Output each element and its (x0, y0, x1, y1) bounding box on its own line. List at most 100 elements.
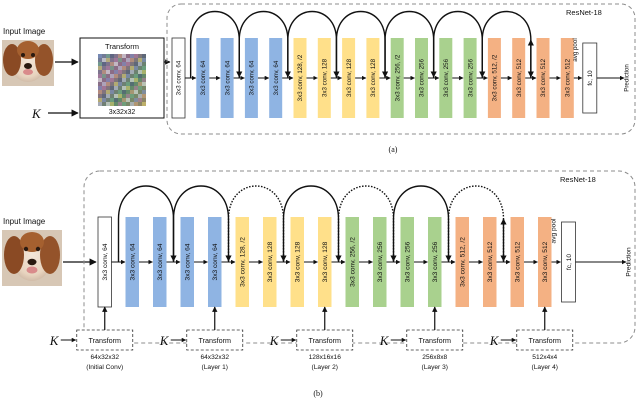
noise-cell (114, 82, 118, 86)
noise-cell (126, 98, 130, 102)
noise-cell (122, 90, 126, 94)
noise-cell (102, 86, 106, 90)
b-transform-title-2: Transform (199, 336, 231, 345)
a-layer-block-12 (439, 38, 453, 118)
noise-cell (138, 82, 142, 86)
noise-cell (110, 62, 114, 66)
b-layer-block-14 (455, 217, 469, 307)
noise-cell (130, 82, 134, 86)
a-skip-connection-3 (287, 10, 340, 78)
a-layer-label-16: 3x3 conv, 512 (540, 58, 547, 97)
a-network-title: ResNet-18 (566, 8, 602, 17)
noise-cell (98, 74, 102, 78)
noise-cell (138, 62, 142, 66)
noise-cell (142, 90, 146, 94)
b-layer-label-15: 3x3 conv, 512 (487, 241, 494, 282)
a-layer-block-15 (512, 38, 526, 118)
a-layer-label-1: 3x3 conv, 64 (176, 60, 183, 95)
b-skip-connection-5 (337, 185, 397, 262)
b-transform-size-5: 512x4x4 (532, 354, 557, 361)
noise-cell (102, 82, 106, 86)
b-input-label: Input Image (3, 217, 46, 226)
a-layer-label-8: 3x3 conv, 128 (346, 58, 353, 97)
b-layer-label-9: 3x3 conv, 128 (322, 241, 329, 282)
noise-cell (122, 78, 126, 82)
a-layer-block-7 (317, 38, 331, 118)
noise-cell (98, 86, 102, 90)
b-transform-title-1: Transform (89, 336, 121, 345)
noise-cell (142, 70, 146, 74)
noise-cell (126, 58, 130, 62)
noise-cell (110, 66, 114, 70)
a-layer-block-6 (293, 38, 307, 118)
b-layer-label-16: 3x3 conv, 512 (515, 241, 522, 282)
a-layer-block-13 (463, 38, 477, 118)
b-dog-image (2, 230, 62, 286)
noise-cell (134, 62, 138, 66)
noise-cell (110, 78, 114, 82)
a-noise-pattern (98, 54, 146, 106)
b-transform-title-3: Transform (309, 336, 341, 345)
b-layer-block-5 (208, 217, 222, 307)
a-layer-label-11: 3x3 conv, 256 (419, 58, 426, 97)
a-layer-block-17 (560, 38, 574, 118)
a-prediction-label: Prediction (623, 64, 630, 92)
b-layer-block-13 (428, 217, 442, 307)
b-avg-pool-label: avg pool (551, 218, 558, 243)
a-input-label: Input Image (3, 27, 46, 36)
noise-cell (114, 74, 118, 78)
b-transform-layer-2: (Layer 1) (202, 364, 228, 371)
noise-cell (110, 90, 114, 94)
noise-cell (130, 70, 134, 74)
b-layer-block-11 (373, 217, 387, 307)
b-k-label-3: K (269, 333, 280, 348)
noise-cell (110, 74, 114, 78)
a-layer-label-3: 3x3 conv, 64 (224, 60, 231, 95)
noise-cell (114, 58, 118, 62)
b-layer-block-16 (510, 217, 524, 307)
a-layer-label-17: 3x3 conv, 512 (564, 58, 571, 97)
b-layer-label-6: 3x3 conv, 128, /2 (240, 237, 247, 287)
noise-cell (122, 86, 126, 90)
a-layer-label-2: 3x3 conv, 64 (200, 60, 207, 95)
a-fc-label: fc, 10 (587, 70, 594, 86)
noise-cell (130, 90, 134, 94)
noise-cell (110, 98, 114, 102)
noise-cell (134, 86, 138, 90)
b-layer-block-2 (125, 217, 139, 307)
noise-cell (142, 102, 146, 106)
noise-cell (118, 58, 122, 62)
b-transform-layer-3: (Layer 2) (312, 364, 338, 371)
noise-cell (142, 82, 146, 86)
noise-cell (122, 62, 126, 66)
b-k-label-5: K (489, 333, 500, 348)
a-layer-block-3 (220, 38, 234, 118)
a-layer-block-2 (196, 38, 210, 118)
a-layers: 3x3 conv, 64 3x3 conv, 64 3x3 conv, 64 3x3 … (171, 37, 630, 119)
noise-cell (114, 70, 118, 74)
noise-cell (118, 90, 122, 94)
noise-cell (138, 94, 142, 98)
b-layer-label-2: 3x3 conv, 64 (130, 243, 137, 280)
noise-cell (106, 54, 110, 58)
b-prediction-label: Prediction (626, 247, 633, 277)
noise-cell (130, 78, 134, 82)
a-layer-block-16 (536, 38, 550, 118)
b-skip-connection-3 (227, 185, 287, 262)
b-layer-block-8 (290, 217, 304, 307)
b-skip-connections (117, 185, 507, 262)
a-avg-pool-label: avg pool (572, 38, 579, 61)
noise-cell (122, 74, 126, 78)
noise-cell (114, 86, 118, 90)
a-layer-block-8 (342, 38, 356, 118)
a-skip-connection-4 (335, 10, 389, 78)
b-k-label-2: K (159, 333, 170, 348)
noise-cell (106, 82, 110, 86)
noise-cell (134, 54, 138, 58)
a-layer-label-7: 3x3 conv, 128 (321, 58, 328, 97)
b-network-container (83, 170, 636, 344)
b-layer-block-7 (263, 217, 277, 307)
